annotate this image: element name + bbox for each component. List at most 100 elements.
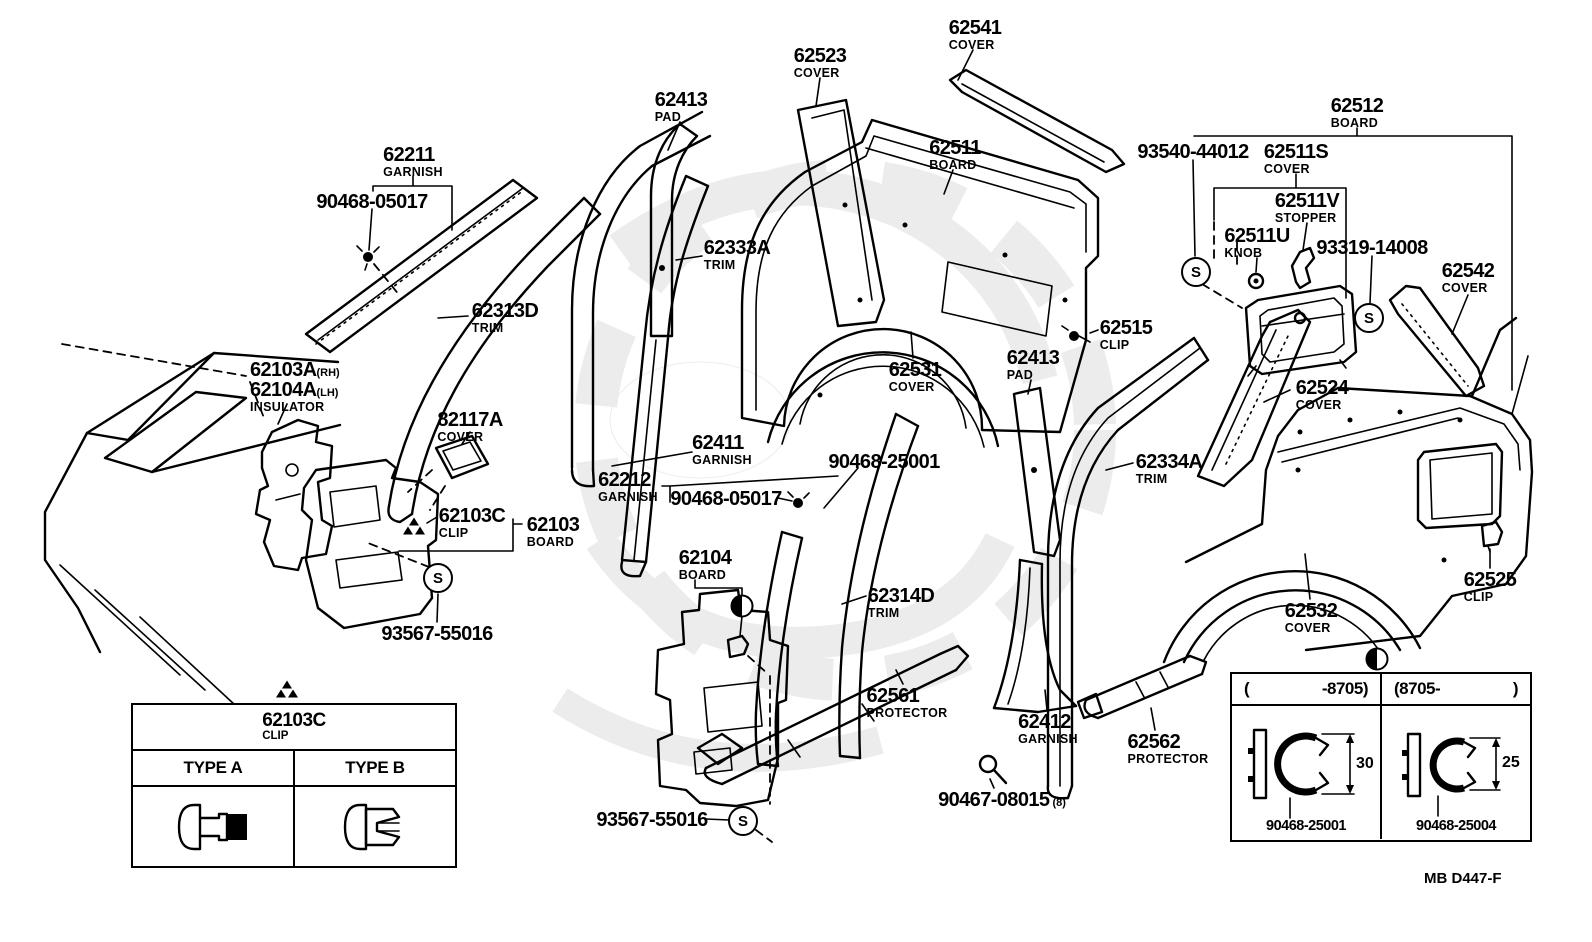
part-number: 62525 [1463,569,1517,591]
part-number: 82117A [437,409,503,431]
part-number: 62512 [1330,95,1384,117]
clip-b-part-number: 90468-25004 [1416,818,1496,834]
part-label: 90468-05017 [316,192,428,212]
part-description: BOARD [526,535,575,549]
clip-a-dimension: 30 [1356,755,1374,772]
part-number: 62334A [1135,451,1203,473]
part-label: 93567-55016 [381,623,493,645]
part-description: COVER [888,380,935,394]
part-description: CLIP [1463,590,1494,604]
part-description: BOARD [929,158,977,172]
small-access-cover [407,434,490,511]
insulator-and-board [254,418,440,630]
part-label: 93567-55016 [596,809,708,831]
part-description: CLIP [1099,338,1130,352]
clip-b-drawing [1402,732,1501,817]
part-number: 62541 [948,17,1002,39]
part-description: COVER [1295,398,1342,412]
range-b-value: (8705- [1394,679,1441,698]
screw-marker: S [1181,257,1211,287]
part-number: 62313D [471,300,539,322]
part-number: 62515 [1099,317,1153,339]
leader-lines [277,49,1513,821]
wheelhouse-cover-front [766,351,1000,448]
part-number: 62103 [526,514,580,536]
part-number: 62562 [1127,731,1181,753]
part-description: BOARD [678,568,727,582]
part-number: 62511 [929,137,981,159]
part-number: 62532 [1284,600,1338,622]
type-b-clip-icon [343,803,401,851]
part-label: 90468-25001 [828,451,940,473]
clip-b-cell: 25 90468-25004 [1382,706,1530,839]
part-number: 93567-55016 [596,809,708,831]
type-b-clip-drawing [295,787,455,867]
date-range-b-header: (8705- ) [1382,674,1530,704]
part-number: 62412 [1018,711,1071,733]
wheelhouse-cover-rear [1162,570,1422,664]
part-description: CLIP [438,526,469,540]
half-circle-marker [730,594,754,618]
part-description: PAD [1006,368,1034,382]
part-number: 62211 [383,144,435,166]
part-label: 90467-08015 (8) [938,790,1066,810]
type-a-clip-drawing [133,787,295,867]
part-description: TRIM [867,606,900,620]
part-description: COVER [948,38,995,52]
rocker-protectors [696,644,1208,786]
clip-date-table: ( -8705) (8705- ) [1230,672,1532,842]
range-a-open: ( [1244,679,1250,698]
diagram-code: MB D447-F [1424,870,1502,887]
part-number: 62523 [793,45,847,67]
part-number: 62314D [867,585,935,607]
type-b-header: TYPE B [345,758,405,777]
clip-type-table: 62103C CLIP TYPE A TYPE B [131,703,457,868]
part-description: GARNISH [598,490,658,504]
part-label-suffix: (8) [1049,797,1066,809]
part-description: GARNISH [383,165,443,179]
part-description: COVER [1284,621,1331,635]
part-number: 62524 [1295,377,1349,399]
date-range-a-header: ( -8705) [1232,674,1382,704]
part-number: 62531 [888,359,942,381]
screw-marker: S [728,806,758,836]
rear-lower-garnish [992,558,1078,714]
part-description: GARNISH [692,453,752,467]
clip-table-part-desc: CLIP [262,729,289,742]
rear-upper-cover [1388,284,1486,398]
part-label-suffix: (RH) [316,367,340,379]
part-number: 62511V [1274,190,1340,212]
part-number: 62561 [866,685,920,707]
part-number: 62103A(RH) [250,359,340,381]
part-description: PAD [654,110,682,124]
part-description: TRIM [1135,472,1168,486]
center-quarter-board [740,118,1100,434]
part-number: 93567-55016 [381,623,493,645]
clip-b-dimension: 25 [1502,754,1520,771]
door-frame-and-pillar-trims [570,110,712,578]
part-number: 90468-25001 [828,451,940,473]
part-description: COVER [1441,281,1488,295]
rear-door-frame [1046,336,1210,800]
half-circle-marker [1365,647,1389,671]
part-description: COVER [793,66,840,80]
